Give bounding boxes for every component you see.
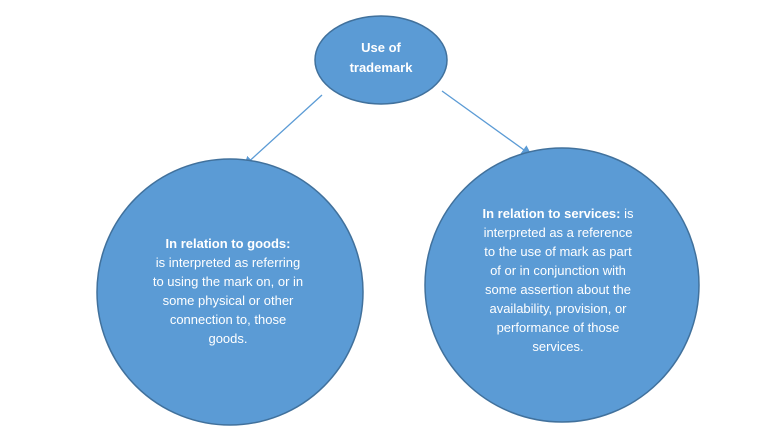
services-line: performance of those (496, 320, 620, 335)
goods-node (96, 158, 364, 426)
goods-line: is interpreted as referring (155, 255, 301, 270)
services-node (424, 147, 700, 423)
services-line: of or in conjunction with (490, 263, 626, 278)
services-line: availability, provision, or (489, 301, 627, 316)
services-line: some assertion about the (485, 282, 631, 297)
goods-line: connection to, those (169, 312, 287, 327)
services-line: services. (532, 339, 584, 354)
root-node (314, 15, 448, 105)
services-node-text: In relation to services: is interpreted … (458, 204, 658, 356)
goods-line: goods. (208, 331, 248, 346)
goods-node-text: In relation to goods: is interpreted as … (128, 234, 328, 348)
goods-line: some physical or other (162, 293, 294, 308)
root-label-line-1: Use of (361, 40, 401, 55)
services-heading-suffix: is (620, 206, 634, 221)
services-heading: In relation to services: (482, 206, 621, 221)
services-line: to the use of mark as part (484, 244, 632, 259)
goods-line: to using the mark on, or in (152, 274, 304, 289)
arrow-to-services (441, 90, 532, 156)
root-node-label: Use of trademark (318, 38, 444, 78)
arrow-to-goods (243, 94, 323, 167)
services-line: interpreted as a reference (483, 225, 633, 240)
root-label-line-2: trademark (349, 60, 413, 75)
goods-heading: In relation to goods: (165, 236, 291, 251)
